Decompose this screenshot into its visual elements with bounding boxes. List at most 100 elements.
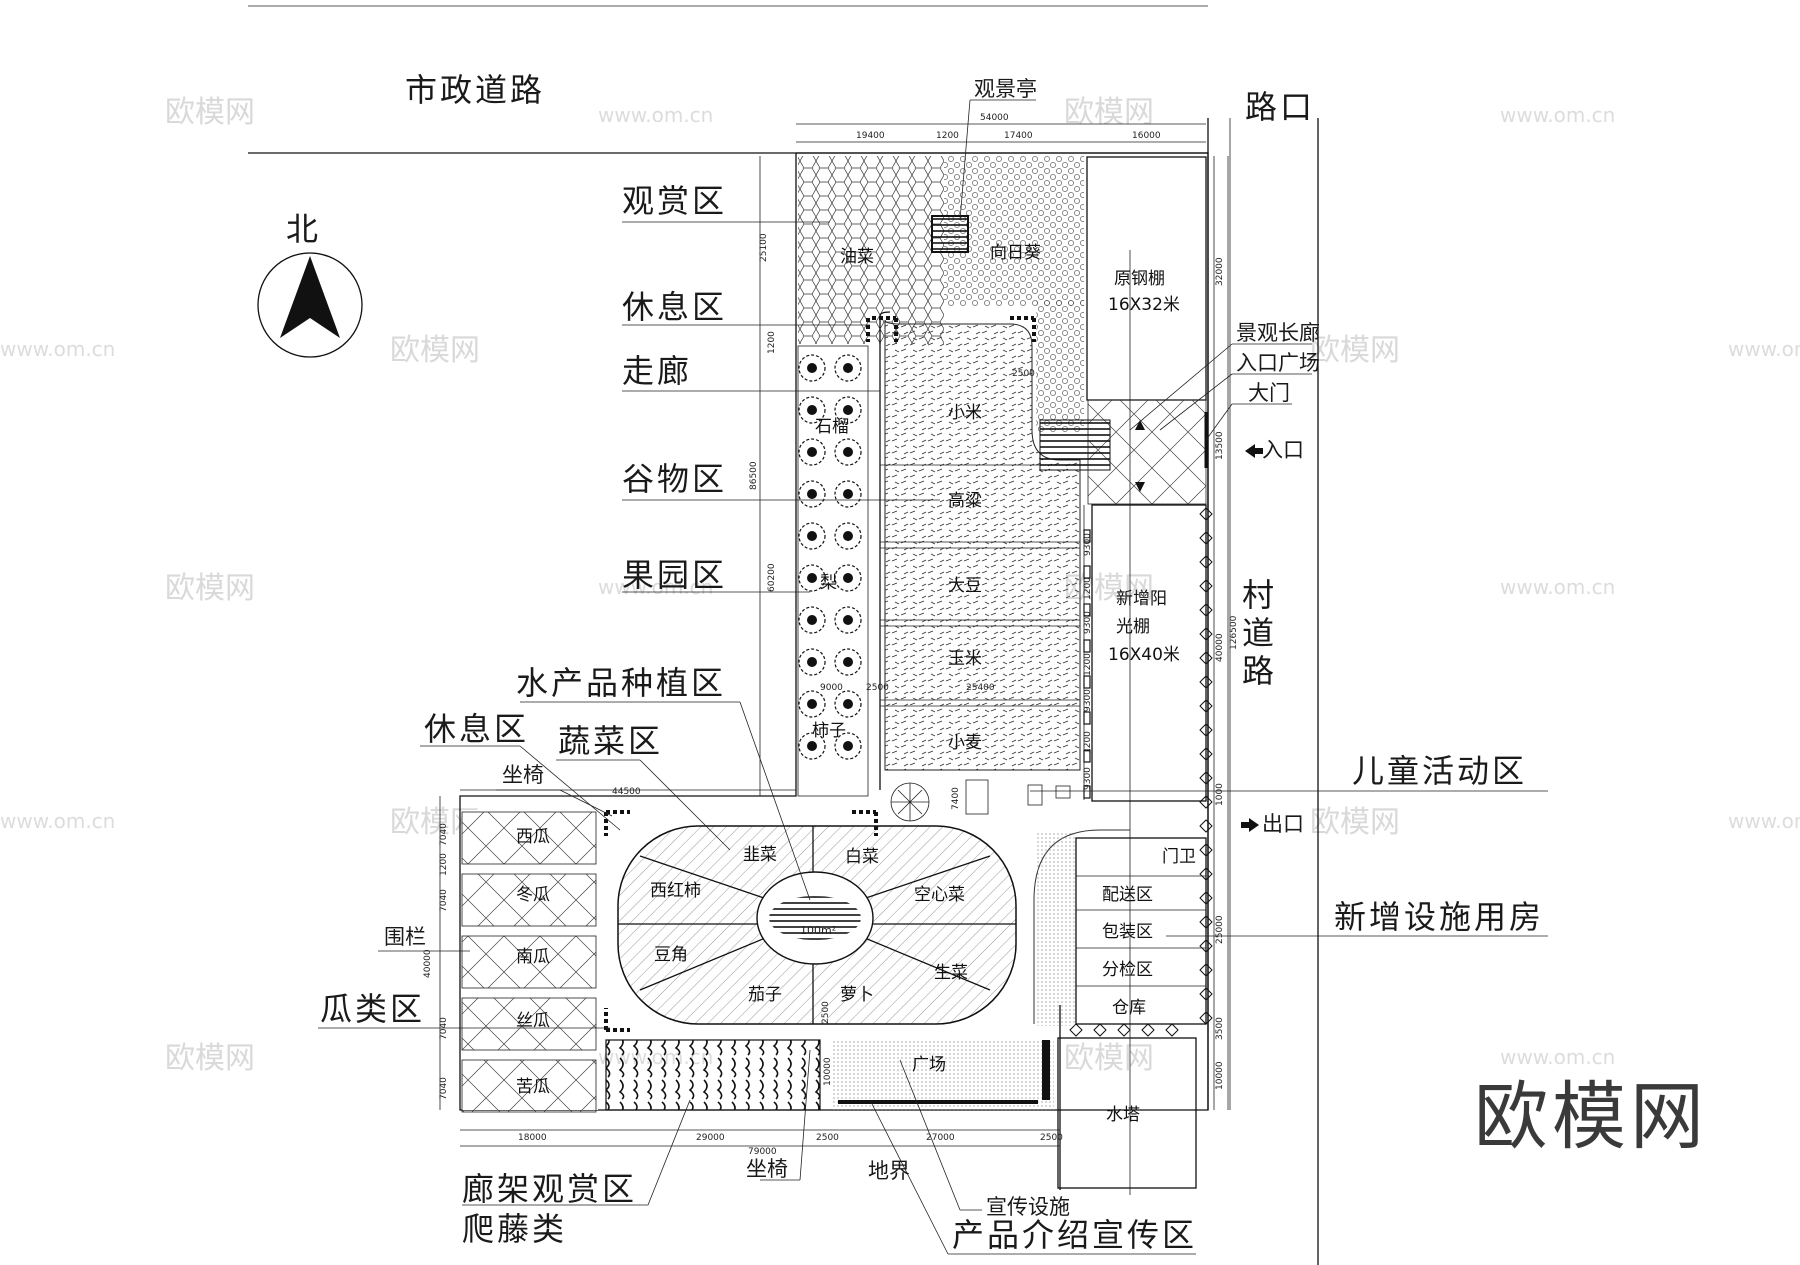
persimmon-label: 柿子	[812, 721, 846, 741]
callout-fence: 围栏	[384, 925, 426, 949]
dim-melon-b: 1200	[439, 853, 449, 876]
village-road-label-1: 村	[1242, 576, 1277, 614]
boundary-label: 地界	[868, 1159, 910, 1183]
hedge-icon	[1199, 627, 1213, 641]
dim-bot-c: 79000	[748, 1147, 777, 1157]
hedge-icon	[1199, 507, 1213, 521]
entrance-label: 入口	[1262, 438, 1304, 462]
plaza-label: 广场	[912, 1055, 946, 1075]
callout-pergola-area: 廊架观赏区	[462, 1170, 637, 1208]
callout-pavilion: 观景亭	[974, 77, 1037, 101]
sorting-label: 分检区	[1102, 960, 1153, 980]
dim-top-d: 16000	[1132, 131, 1161, 141]
watermarks: 欧模网 www.om.cn 欧模网 www.om.cn www.om.cn 欧模…	[0, 95, 1800, 1076]
post-icon	[1083, 785, 1091, 799]
village-road-label-2: 道	[1242, 614, 1277, 652]
tree-icon	[834, 648, 862, 676]
soybean-label: 大豆	[948, 576, 982, 596]
chives-label: 韭菜	[743, 845, 777, 865]
beans-label: 豆角	[654, 945, 688, 965]
tree-icon	[834, 564, 862, 592]
dim-right-c: 126500	[1229, 615, 1239, 650]
dim-melon-i: 10000	[823, 1057, 833, 1086]
dim-top-c: 17400	[1004, 131, 1033, 141]
dim-melon-a2: 7040	[439, 889, 449, 912]
hedge-icon	[1199, 723, 1213, 737]
landscape-corridor-structure	[1039, 419, 1111, 471]
tree-icon	[798, 732, 826, 760]
watermark-text: 欧模网	[390, 333, 480, 368]
bench-icon	[604, 810, 630, 836]
callout-lines	[318, 99, 1548, 1255]
facility-zone: 门卫 配送区 包装区 分检区 仓库 水塔	[1033, 829, 1207, 1189]
loofah-label: 丝瓜	[516, 1011, 550, 1031]
hedge-icon	[1199, 579, 1213, 593]
callout-landscape-corridor: 景观长廊	[1236, 321, 1320, 345]
tree-icon	[834, 732, 862, 760]
rapeseed-field	[798, 156, 944, 344]
dim-left-c: 86500	[749, 461, 759, 490]
melon-bed	[461, 997, 597, 1051]
sorghum-label: 高粱	[948, 491, 982, 511]
cabbage-label: 白菜	[845, 847, 879, 867]
dim-right-h: 10000	[1215, 1061, 1225, 1090]
watermark-text: 欧模网	[165, 571, 255, 606]
tree-icon	[834, 396, 862, 424]
watermark-text: 欧模网	[1310, 805, 1400, 840]
melon-zone: 西瓜 冬瓜 南瓜 丝瓜 苦瓜	[461, 810, 598, 1113]
dim-left-b: 1200	[767, 331, 777, 354]
tree-icon	[798, 354, 826, 382]
melon-bed	[461, 1059, 597, 1113]
dim-kid-a: 7400	[951, 787, 961, 810]
pomegranate-label: 石榴	[815, 417, 849, 437]
steel-shed-label: 原钢棚	[1114, 269, 1165, 289]
hedge-icon	[1199, 1011, 1213, 1025]
pergola-trellis	[605, 1039, 821, 1111]
eggplant-label: 茄子	[748, 985, 782, 1005]
watermelon-label: 西瓜	[516, 827, 550, 847]
tree-icon	[798, 648, 826, 676]
dim-melon-total: 44500	[612, 787, 641, 797]
dim-shed-f: 1200	[1083, 731, 1093, 754]
hedge-icon	[1199, 675, 1213, 689]
watermark-text: 欧模网	[1064, 1041, 1154, 1076]
bench-icon	[1010, 316, 1036, 342]
shed-post-marks	[1083, 529, 1091, 799]
pavilion-icon	[931, 215, 969, 253]
orchard-zone: 石榴 梨 柿子	[797, 345, 869, 797]
hedge-icon	[1199, 987, 1213, 1001]
play-equipment-icon	[965, 779, 989, 815]
hedge-icon	[1199, 843, 1213, 857]
callout-entrance-plaza: 入口广场	[1236, 351, 1320, 375]
callout-melon-area: 瓜类区	[320, 990, 425, 1028]
sunflower-label: 向日葵	[990, 243, 1041, 263]
bench-icon	[604, 1008, 630, 1032]
watermark-text: 欧模网	[1064, 95, 1154, 130]
dim-melon-a3: 7040	[439, 1017, 449, 1040]
dim-top-a: 19400	[856, 131, 885, 141]
dim-left-d: 60200	[767, 563, 777, 592]
dim-melon-a: 7040	[439, 823, 449, 846]
entrance-arrow-icon	[1245, 444, 1263, 458]
callout-vegetable-area: 蔬菜区	[558, 722, 663, 760]
tree-icon	[798, 396, 826, 424]
sun-shed: 新增阳 光棚 16X40米	[1069, 504, 1213, 1037]
melon-bed	[461, 935, 597, 989]
north-arrow: 北	[257, 210, 363, 358]
callout-viewing-area: 观赏区	[622, 182, 727, 220]
north-label: 北	[286, 210, 321, 248]
dim-in-a: 2500	[1012, 369, 1035, 379]
tree-icon	[834, 354, 862, 382]
bench-icon	[872, 316, 898, 342]
tree-icon	[834, 522, 862, 550]
post-icon	[1083, 675, 1091, 689]
hedge-icon	[1141, 1023, 1155, 1037]
lettuce-label: 生菜	[934, 963, 968, 983]
grain-zone: 小米 高粱 大豆 玉米 小麦	[879, 311, 1081, 790]
municipal-road-label: 市政道路	[405, 71, 545, 109]
dim-right-e: 1000	[1215, 783, 1225, 806]
post-icon	[1083, 639, 1091, 653]
water-spinach-label: 空心菜	[914, 885, 965, 905]
roads: 市政道路 路口 村 道 路 入口 出口 地界	[248, 5, 1319, 1265]
